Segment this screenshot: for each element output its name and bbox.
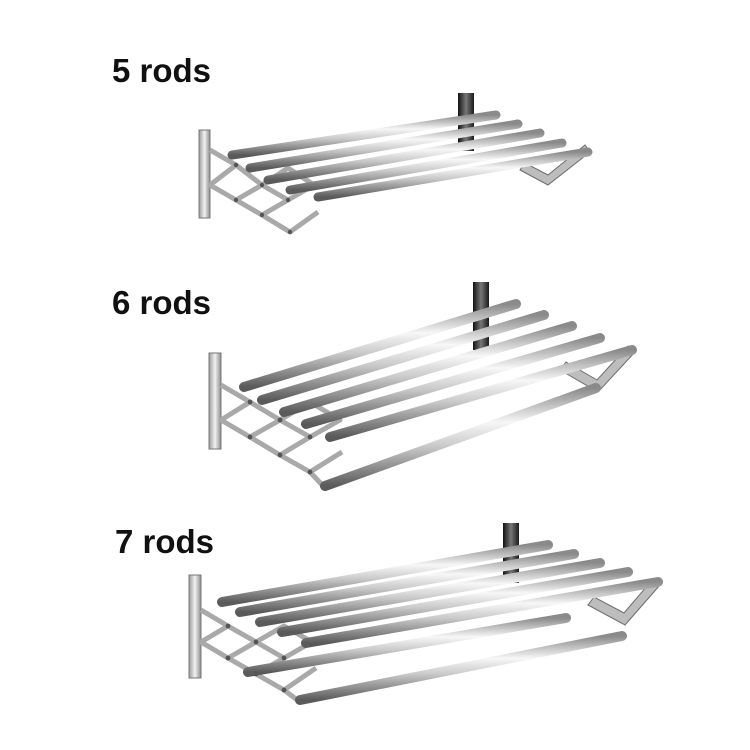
rod <box>243 613 571 677</box>
wall-plate <box>188 574 202 679</box>
rod <box>257 310 549 405</box>
wall-plate <box>198 129 211 219</box>
rod <box>295 631 627 705</box>
rod <box>239 299 521 392</box>
rod <box>255 558 605 627</box>
product-label-6-rods: 6 rods <box>112 284 212 321</box>
rod <box>301 333 605 429</box>
rod <box>263 128 545 185</box>
rod <box>227 110 501 160</box>
rod <box>285 138 567 195</box>
drying-rack-7-rods <box>188 523 663 705</box>
drying-rack-5-rods <box>198 93 593 235</box>
rod <box>245 119 523 173</box>
rod <box>277 567 633 637</box>
rod <box>217 540 553 607</box>
rod <box>325 345 637 442</box>
rod <box>320 383 601 491</box>
product-label-7-rods: 7 rods <box>115 523 215 560</box>
rod <box>235 549 579 617</box>
drying-rack-6-rods <box>208 282 637 491</box>
wall-plate <box>208 352 222 450</box>
rod <box>301 577 663 648</box>
rod <box>313 147 593 202</box>
product-label-5-rods: 5 rods <box>112 52 212 89</box>
rod <box>279 321 577 417</box>
